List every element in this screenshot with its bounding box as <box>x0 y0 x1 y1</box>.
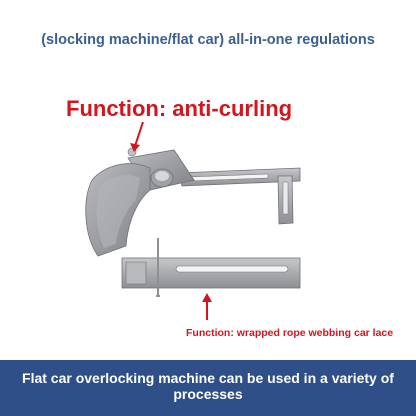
bottom-banner: Flat car overlocking machine can be used… <box>0 360 416 416</box>
function-webbing-label: Function: wrapped rope webbing car lace <box>186 327 394 339</box>
function-anti-curling-label: Function: anti-curling <box>66 96 293 121</box>
banner-text: Flat car overlocking machine can be used… <box>22 370 394 402</box>
page-title: (slocking machine/flat car) all-in-one r… <box>41 32 375 48</box>
arrow-down-icon <box>130 121 144 152</box>
webbing-guide-plate <box>121 238 301 297</box>
product-photo <box>85 121 301 320</box>
arrow-up-icon <box>202 293 212 320</box>
anti-curling-folder <box>85 147 301 257</box>
